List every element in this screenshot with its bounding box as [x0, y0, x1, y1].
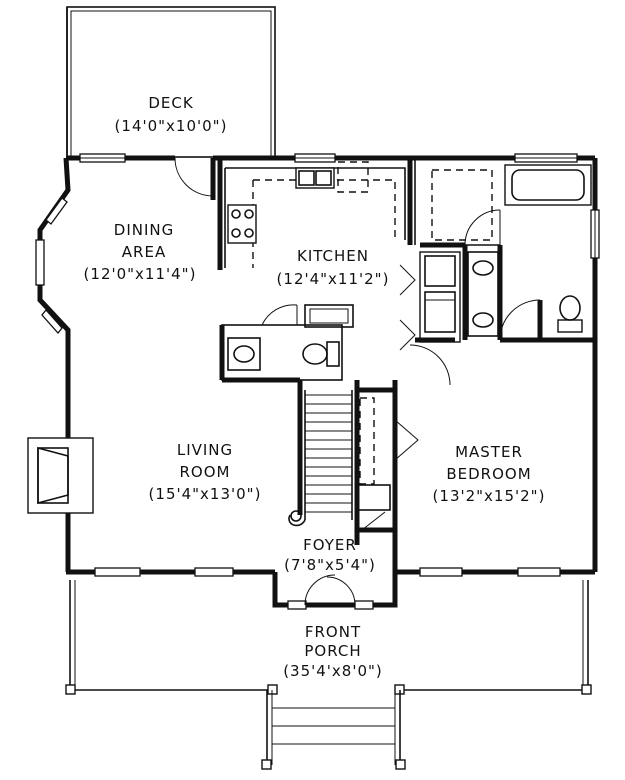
- dining-name-line2: AREA: [122, 243, 166, 261]
- fireplace: [27, 437, 94, 514]
- windows: [35, 153, 600, 610]
- dining-size: (12'0"x11'4"): [84, 265, 197, 283]
- deck-size: (14'0"x10'0"): [115, 117, 228, 135]
- laundry: [424, 255, 456, 333]
- bathroom-fixtures: [431, 164, 592, 337]
- living-name-line2: ROOM: [180, 463, 231, 481]
- room-labels: DECK (14'0"x10'0") DINING AREA (12'0"x11…: [84, 94, 546, 680]
- foyer-name: FOYER: [303, 536, 357, 554]
- master-size: (13'2"x15'2"): [433, 487, 546, 505]
- porch-name-line2: PORCH: [304, 642, 361, 660]
- porch-name-line1: FRONT: [305, 623, 361, 641]
- staircase: [288, 390, 375, 527]
- interior-walls: [210, 158, 595, 572]
- half-bath-fixtures: [227, 337, 340, 371]
- doors: [174, 157, 541, 606]
- kitchen-fixtures: [224, 161, 406, 328]
- kitchen-name: KITCHEN: [297, 247, 369, 265]
- master-name-line1: MASTER: [455, 443, 523, 461]
- deck-name: DECK: [148, 94, 194, 112]
- dining-name-line1: DINING: [114, 221, 174, 239]
- front-porch: [65, 580, 592, 770]
- master-name-line2: BEDROOM: [446, 465, 531, 483]
- living-size: (15'4"x13'0"): [149, 485, 262, 503]
- kitchen-size: (12'4"x11'2"): [277, 270, 390, 288]
- porch-size: (35'4'x8'0"): [283, 662, 383, 680]
- foyer-size: (7'8"x5'4"): [284, 556, 376, 574]
- living-name-line1: LIVING: [177, 441, 233, 459]
